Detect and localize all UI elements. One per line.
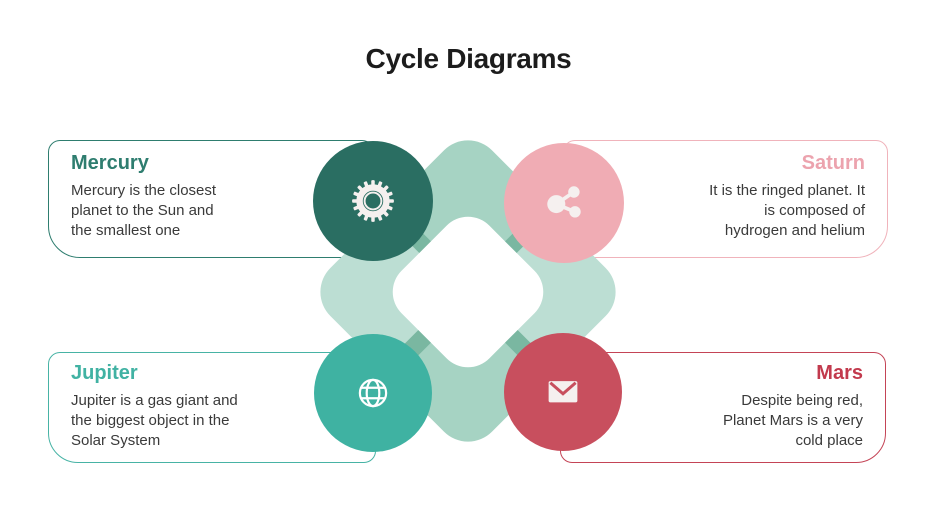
card-jupiter-description: Jupiter is a gas giant and the biggest o…	[71, 391, 357, 451]
card-mercury-title: Mercury	[71, 152, 149, 174]
desc-line: Planet Mars is a very	[722, 412, 863, 429]
jupiter-node-circle	[314, 334, 432, 452]
desc-line: planet to the Sun and	[71, 202, 214, 219]
globe-icon	[358, 378, 388, 408]
card-mercury-description: Mercury is the closest planet to the Sun…	[71, 181, 355, 241]
card-jupiter-title: Jupiter	[71, 362, 138, 384]
share-icon	[547, 186, 581, 218]
page-title: Cycle Diagrams	[365, 43, 572, 74]
desc-line: Mercury is the closest	[71, 182, 217, 199]
mars-node-circle	[504, 333, 622, 451]
saturn-node-circle	[504, 143, 624, 263]
desc-line: is composed of	[764, 202, 865, 219]
gear-icon	[352, 180, 394, 222]
card-saturn-description: It is the ringed planet. It is composed …	[582, 181, 865, 241]
desc-line: the biggest object in the	[71, 412, 230, 429]
desc-line: It is the ringed planet. It	[709, 182, 865, 199]
card-mars-title: Mars	[816, 362, 863, 384]
desc-line: hydrogen and helium	[724, 222, 865, 239]
desc-line: Jupiter is a gas giant and	[71, 392, 238, 409]
desc-line: Solar System	[71, 432, 161, 449]
card-mars-description: Despite being red, Planet Mars is a very…	[579, 391, 863, 451]
envelope-icon	[548, 381, 578, 403]
mercury-node-circle	[313, 141, 433, 261]
desc-line: the smallest one	[71, 222, 181, 239]
desc-line: cold place	[795, 432, 863, 449]
desc-line: Despite being red,	[741, 392, 863, 409]
card-saturn-title: Saturn	[801, 152, 865, 174]
